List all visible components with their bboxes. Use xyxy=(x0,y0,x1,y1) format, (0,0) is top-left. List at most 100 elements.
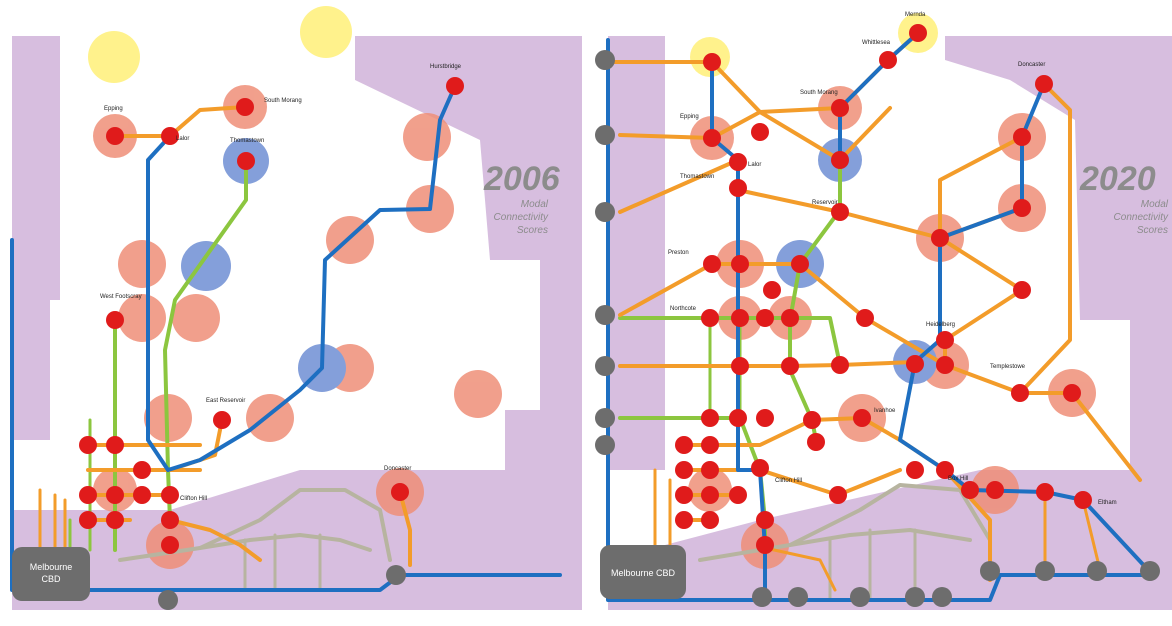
station-label: Eltham xyxy=(1098,500,1117,506)
station xyxy=(756,511,774,529)
halo xyxy=(403,113,451,161)
station-label: Lalor xyxy=(748,162,761,168)
station xyxy=(106,436,124,454)
halos xyxy=(93,85,502,569)
orange-line xyxy=(618,106,892,162)
halo xyxy=(118,294,166,342)
terminal-station xyxy=(595,435,615,455)
cbd-box xyxy=(12,547,90,601)
station xyxy=(986,481,1004,499)
year-title: 2020 xyxy=(1079,160,1156,198)
terminal-station xyxy=(1035,561,1055,581)
station xyxy=(829,486,847,504)
station xyxy=(1074,491,1092,509)
subtitle-line: Modal xyxy=(1141,199,1169,210)
station xyxy=(756,409,774,427)
station xyxy=(831,151,849,169)
green-line xyxy=(163,159,248,522)
station xyxy=(79,511,97,529)
purple-notch xyxy=(40,440,60,455)
yellow-halo xyxy=(300,6,352,58)
station xyxy=(729,179,747,197)
station-label: Box Hill xyxy=(948,476,968,482)
station xyxy=(161,536,179,554)
station xyxy=(391,483,409,501)
station-label: Preston xyxy=(668,250,689,256)
station xyxy=(1013,281,1031,299)
station-label: West Footscray xyxy=(100,294,142,300)
blue-line xyxy=(10,238,562,592)
terminal-station xyxy=(1140,561,1160,581)
orange-line xyxy=(168,518,262,562)
station xyxy=(675,486,693,504)
station-label: South Morang xyxy=(264,98,302,104)
terminal-station xyxy=(386,565,406,585)
station xyxy=(853,409,871,427)
station xyxy=(106,127,124,145)
terminal-station xyxy=(595,356,615,376)
purple-region-left xyxy=(608,36,665,470)
terminal-station xyxy=(850,587,870,607)
station-label: Epping xyxy=(104,106,123,112)
station-label: South Morang xyxy=(800,90,838,96)
station-label: Epping xyxy=(680,114,699,120)
station xyxy=(703,129,721,147)
terminal-station xyxy=(158,590,178,610)
station xyxy=(701,461,719,479)
terminal-station xyxy=(752,587,772,607)
station xyxy=(213,411,231,429)
station xyxy=(161,486,179,504)
station xyxy=(1036,483,1054,501)
station xyxy=(236,98,254,116)
station xyxy=(856,309,874,327)
station xyxy=(729,153,747,171)
station xyxy=(79,436,97,454)
station xyxy=(703,255,721,273)
station xyxy=(803,411,821,429)
terminal-station xyxy=(595,202,615,222)
station-label: Templestowe xyxy=(990,364,1026,370)
halo xyxy=(181,241,231,291)
station xyxy=(756,309,774,327)
halo xyxy=(118,240,166,288)
station-label: Mernda xyxy=(905,12,926,18)
terminal-station xyxy=(932,587,952,607)
station xyxy=(781,357,799,375)
station xyxy=(936,461,954,479)
station xyxy=(831,356,849,374)
station xyxy=(936,356,954,374)
orange-line xyxy=(938,135,1024,240)
station xyxy=(909,24,927,42)
station xyxy=(133,486,151,504)
station xyxy=(675,511,693,529)
panel-2020: Mernda Whittlesea South Morang Epping La… xyxy=(595,12,1172,610)
terminal-station xyxy=(595,408,615,428)
subtitle-line: Connectivity xyxy=(494,212,549,223)
orange-line xyxy=(113,105,247,138)
station xyxy=(237,152,255,170)
station xyxy=(675,436,693,454)
station-label: Whittlesea xyxy=(862,40,891,46)
terminal-station xyxy=(595,50,615,70)
station xyxy=(906,355,924,373)
station xyxy=(701,409,719,427)
station xyxy=(751,123,769,141)
blue-line xyxy=(146,134,172,472)
grey-line xyxy=(788,528,972,547)
station-label: Thomastown xyxy=(680,174,714,180)
station xyxy=(879,51,897,69)
station xyxy=(1035,75,1053,93)
station xyxy=(161,127,179,145)
orange-line xyxy=(682,468,902,497)
station xyxy=(831,203,849,221)
station xyxy=(807,433,825,451)
station xyxy=(1013,199,1031,217)
orange-line xyxy=(618,158,1024,240)
station-label: Lalor xyxy=(176,136,189,142)
purple-region-left xyxy=(12,36,60,440)
orange-line xyxy=(1043,490,1102,572)
station xyxy=(106,311,124,329)
stations xyxy=(79,77,464,610)
panel-divider xyxy=(586,0,600,626)
